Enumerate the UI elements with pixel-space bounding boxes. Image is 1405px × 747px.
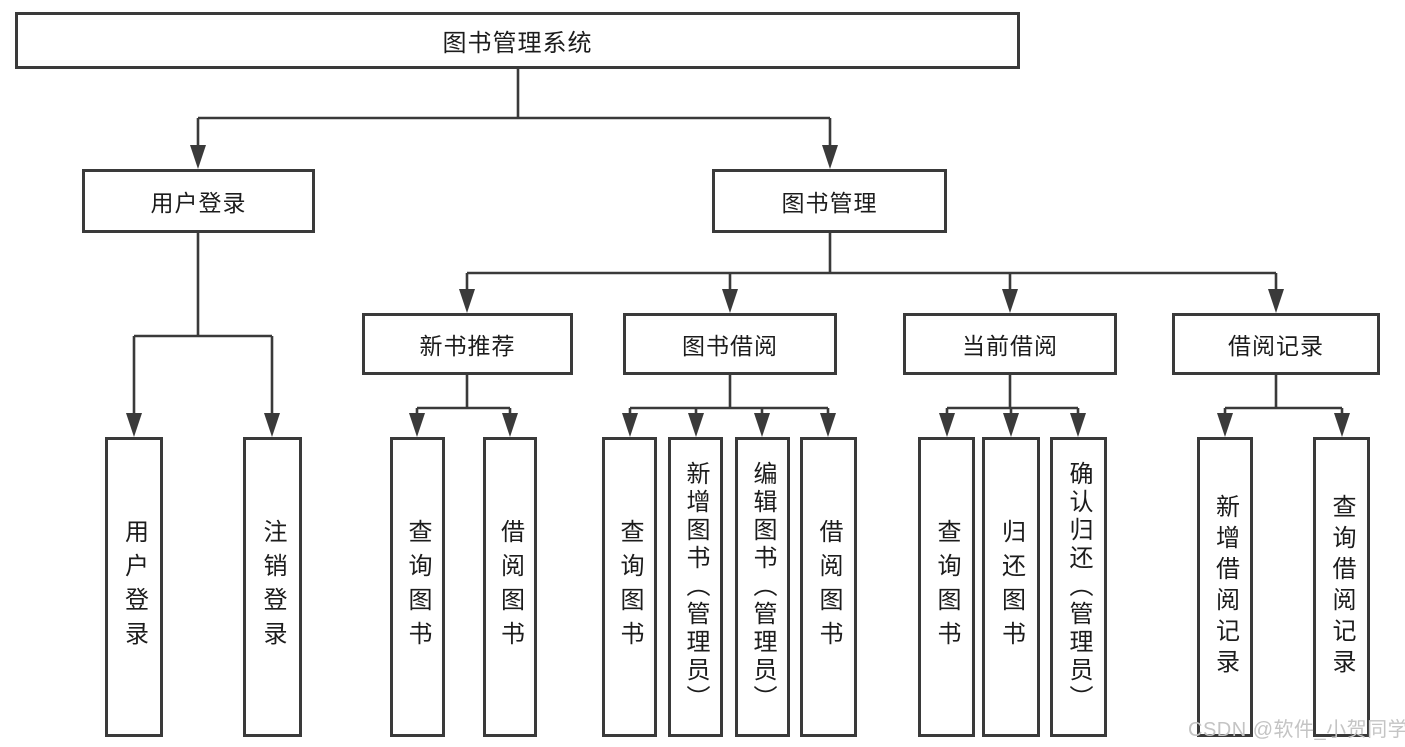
node-edit-books-admin: 编辑图书（管理员）: [735, 437, 790, 737]
node-user-login-leaf: 用户登录: [105, 437, 163, 737]
node-label: 图书借阅: [682, 333, 778, 359]
node-label: 新增借阅记录: [1211, 494, 1239, 680]
node-label: 用户登录: [150, 190, 247, 216]
node-label: 借阅记录: [1228, 333, 1324, 359]
csdn-watermark: CSDN @软件_小贺同学: [1188, 719, 1405, 741]
node-label: 借阅图书: [815, 519, 842, 655]
node-library-management-system: 图书管理系统: [15, 12, 1020, 69]
node-logout-leaf: 注销登录: [243, 437, 302, 737]
node-label: 编辑图书（管理员）: [749, 461, 776, 713]
node-user-login-branch: 用户登录: [82, 169, 315, 233]
node-borrow-books-recommend: 借阅图书: [483, 437, 537, 737]
node-label: 借阅图书: [496, 519, 524, 655]
node-label: 归还图书: [997, 519, 1025, 655]
node-query-books-current: 查询图书: [918, 437, 975, 737]
node-book-borrowing: 图书借阅: [623, 313, 837, 375]
node-new-book-recommendation: 新书推荐: [362, 313, 573, 375]
node-label: 查询借阅记录: [1328, 494, 1355, 680]
node-current-borrowing: 当前借阅: [903, 313, 1117, 375]
node-query-books-recommend: 查询图书: [390, 437, 445, 737]
node-borrowing-records: 借阅记录: [1172, 313, 1380, 375]
node-confirm-return-admin: 确认归还（管理员）: [1050, 437, 1107, 737]
node-label: 确认归还（管理员）: [1065, 461, 1092, 713]
node-label: 用户登录: [120, 519, 148, 655]
node-borrow-books-leaf: 借阅图书: [800, 437, 857, 737]
node-book-management-branch: 图书管理: [712, 169, 947, 233]
node-query-books-borrowing: 查询图书: [602, 437, 657, 737]
node-label: 查询图书: [404, 519, 431, 655]
node-label: 新书推荐: [419, 333, 516, 359]
node-label: 查询图书: [933, 519, 960, 655]
node-add-books-admin: 新增图书（管理员）: [668, 437, 723, 737]
node-label: 图书管理系统: [442, 30, 593, 57]
arrowheads: [126, 145, 1350, 437]
node-label: 图书管理: [781, 190, 878, 216]
node-return-books: 归还图书: [982, 437, 1040, 737]
node-label: 新增图书（管理员）: [682, 461, 709, 713]
node-add-borrow-record: 新增借阅记录: [1197, 437, 1253, 737]
node-query-borrow-record: 查询借阅记录: [1313, 437, 1370, 737]
node-label: 查询图书: [616, 519, 643, 655]
node-label: 注销登录: [259, 519, 286, 655]
node-label: 当前借阅: [962, 333, 1058, 359]
